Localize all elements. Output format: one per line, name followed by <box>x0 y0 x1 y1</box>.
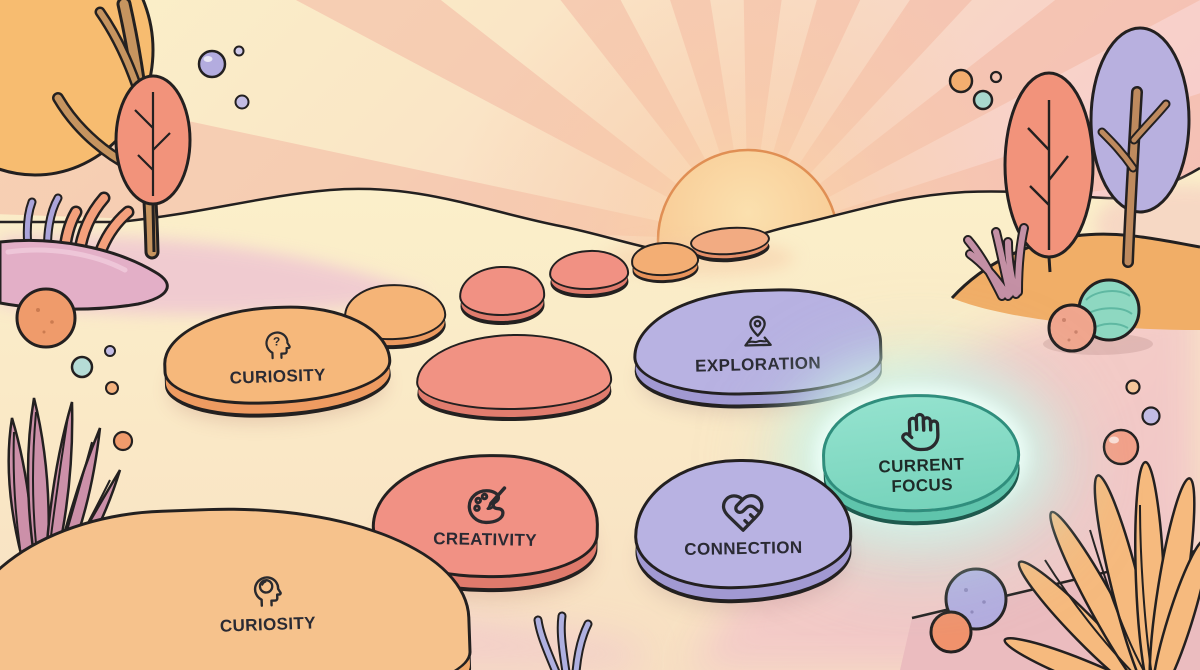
tree-purple-right <box>1089 26 1191 268</box>
stone-label: CURIOSITY <box>229 365 327 388</box>
stone-label: EXPLORATION <box>694 353 822 376</box>
head-question-icon: ? <box>265 331 291 360</box>
spheres-bottom-right <box>929 567 1008 654</box>
grass-right <box>963 223 1029 301</box>
stone-exploration[interactable]: EXPLORATION <box>631 285 884 399</box>
svg-text:?: ? <box>273 334 281 348</box>
bubbles-top-right <box>948 68 1003 111</box>
stone-content: CURIOSITY <box>218 566 317 636</box>
palm-plant-bottom-right <box>1003 460 1200 670</box>
stone-label: CURRENT FOCUS <box>878 454 965 496</box>
hand-icon <box>901 413 940 452</box>
stone-curiosity-top[interactable]: ? CURIOSITY <box>161 302 393 408</box>
grass-bottom-center <box>533 611 593 670</box>
spheres-right <box>1043 278 1153 355</box>
head-lens-icon <box>254 576 283 607</box>
bubbles-right <box>1102 379 1161 466</box>
plant-bottom-left <box>7 397 122 562</box>
stone-label: CONNECTION <box>684 537 803 560</box>
stone-connection[interactable]: CONNECTION <box>632 457 854 591</box>
rock-mound-left <box>0 238 169 349</box>
stone-current-focus[interactable]: CURRENT FOCUS <box>820 390 1022 516</box>
map-pin-icon <box>743 315 772 347</box>
bubbles-left <box>70 345 134 452</box>
heart-handshake-icon <box>721 493 764 532</box>
tree-salmon-left <box>114 74 192 253</box>
palette-icon <box>467 486 506 525</box>
stone-curiosity-bottom[interactable]: CURIOSITY <box>0 499 474 670</box>
bubbles-top-left <box>197 45 250 110</box>
tree-salmon-right <box>1003 71 1095 273</box>
stone-label: CURIOSITY <box>219 613 317 636</box>
stone-creativity[interactable]: CREATIVITY <box>370 452 601 580</box>
stone-label: CREATIVITY <box>433 529 538 550</box>
